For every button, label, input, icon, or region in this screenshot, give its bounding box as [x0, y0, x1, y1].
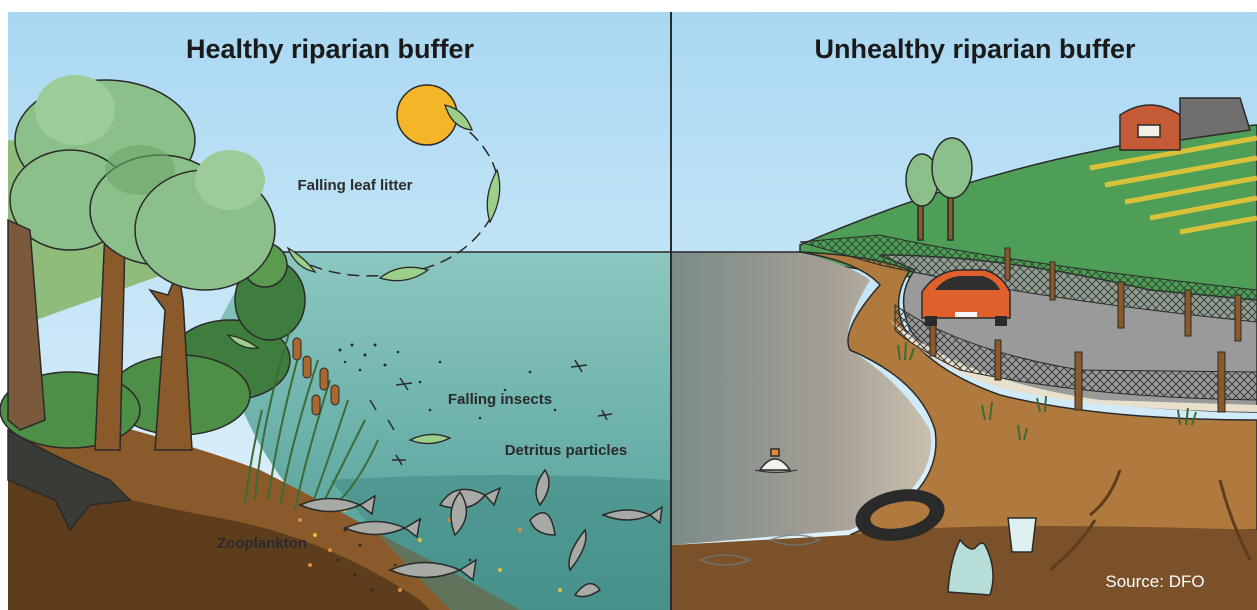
unhealthy-title: Unhealthy riparian buffer — [814, 34, 1136, 64]
zooplankton-label: Zooplankton — [217, 535, 307, 552]
leaf-litter-label: Falling leaf litter — [297, 177, 412, 194]
healthy-title: Healthy riparian buffer — [186, 34, 475, 64]
detritus-label: Detritus particles — [505, 442, 628, 459]
source-credit: Source: DFO — [1105, 572, 1204, 591]
unhealthy-panel: Unhealthy riparian buffer Source: DFO — [672, 12, 1257, 610]
car-icon — [922, 270, 1010, 326]
healthy-panel: Healthy riparian buffer Falling leaf lit… — [0, 12, 670, 610]
sun-icon — [397, 85, 457, 145]
cup-icon — [1008, 518, 1036, 552]
falling-insects-label: Falling insects — [448, 391, 552, 408]
